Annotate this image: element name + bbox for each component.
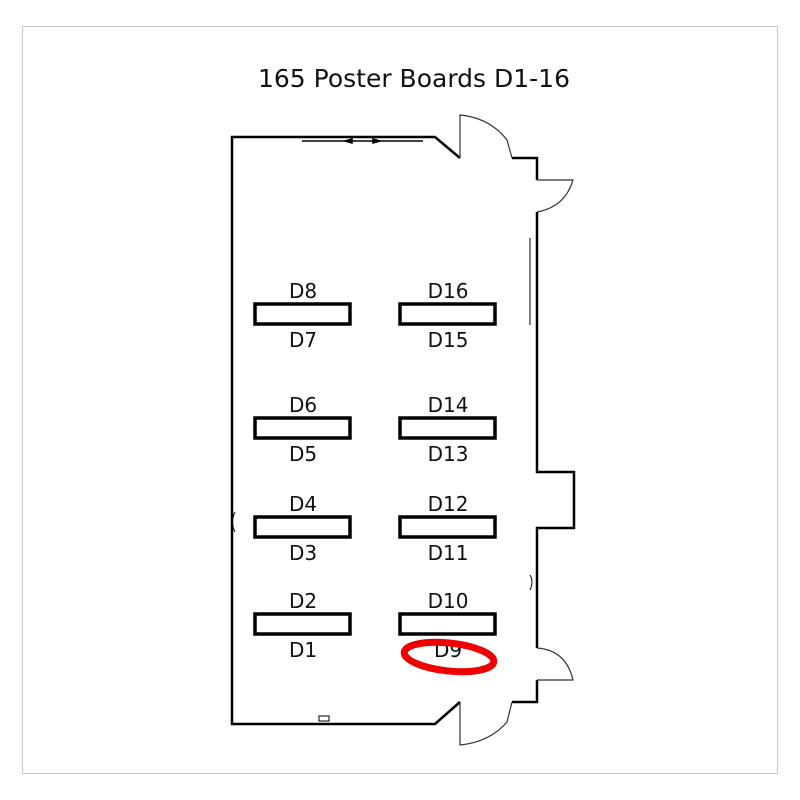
board-label-d12: D12 bbox=[428, 492, 469, 516]
board-label-d15: D15 bbox=[428, 328, 469, 352]
poster-board bbox=[398, 302, 497, 326]
poster-board bbox=[253, 302, 352, 326]
wall-details bbox=[232, 138, 533, 722]
poster-board bbox=[253, 416, 352, 440]
room-walls bbox=[230, 135, 576, 726]
doors bbox=[459, 114, 574, 746]
board-label-d4: D4 bbox=[289, 492, 317, 516]
board-label-d2: D2 bbox=[289, 589, 317, 613]
board-label-d16: D16 bbox=[428, 279, 469, 303]
image-frame bbox=[22, 26, 778, 774]
board-label-d3: D3 bbox=[289, 541, 317, 565]
board-label-d7: D7 bbox=[289, 328, 317, 352]
poster-board bbox=[253, 612, 352, 636]
plan-title: 165 Poster Boards D1-16 bbox=[258, 64, 570, 93]
board-label-d1: D1 bbox=[289, 638, 317, 662]
highlight-circle bbox=[400, 638, 498, 676]
board-label-d11: D11 bbox=[428, 541, 469, 565]
board-label-d8: D8 bbox=[289, 279, 317, 303]
board-label-d14: D14 bbox=[428, 393, 469, 417]
poster-board bbox=[398, 612, 497, 636]
board-label-d10: D10 bbox=[428, 589, 469, 613]
poster-board bbox=[398, 416, 497, 440]
board-label-d13: D13 bbox=[428, 442, 469, 466]
board-label-d5: D5 bbox=[289, 442, 317, 466]
poster-board bbox=[253, 515, 352, 539]
poster-board bbox=[398, 515, 497, 539]
board-label-d6: D6 bbox=[289, 393, 317, 417]
